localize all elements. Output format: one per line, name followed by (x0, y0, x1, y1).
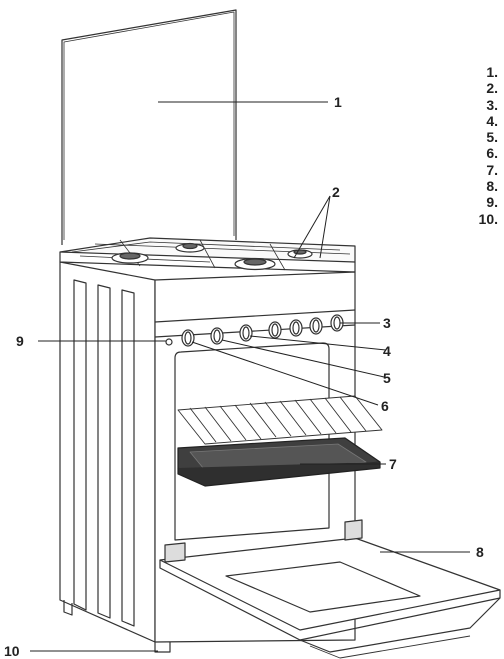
control-knobs (165, 314, 344, 347)
legend-item: 1. (486, 64, 498, 80)
baking-tray (177, 437, 381, 487)
leader-lines (30, 101, 470, 652)
oven-opening (174, 342, 330, 541)
legend-item: 2. (486, 80, 498, 97)
legend-item: 5. (486, 129, 498, 146)
burner-back-left (175, 242, 205, 253)
legend-item: 4. (486, 112, 498, 129)
oven-door (159, 519, 501, 659)
callout-1: 1 (334, 94, 342, 110)
legend-item: 6. (486, 145, 498, 162)
burner-front-left (111, 252, 149, 264)
legend-item: 8. (486, 178, 498, 195)
legend-item: 7. (486, 161, 498, 178)
callout-2: 2 (332, 184, 340, 200)
callout-7: 7 (389, 456, 397, 472)
callout-9: 9 (16, 333, 24, 349)
callout-6: 6 (381, 398, 389, 414)
legend-item: 9. (486, 194, 498, 211)
lid (61, 9, 237, 245)
parts-legend: 1. 2. 3. 4. 5. 6. 7. 8. 9. 10. (470, 64, 498, 227)
callout-3: 3 (383, 315, 391, 331)
wire-rack (177, 395, 383, 445)
callout-4: 4 (383, 343, 391, 359)
callout-10: 10 (4, 643, 20, 659)
legend-item: 3. (486, 96, 498, 113)
burner-back-right (287, 249, 313, 259)
burner-front-right (234, 257, 276, 271)
side-panel (59, 261, 156, 643)
callout-8: 8 (476, 544, 484, 560)
callout-5: 5 (383, 370, 391, 386)
legend-item: 10. (478, 210, 498, 227)
